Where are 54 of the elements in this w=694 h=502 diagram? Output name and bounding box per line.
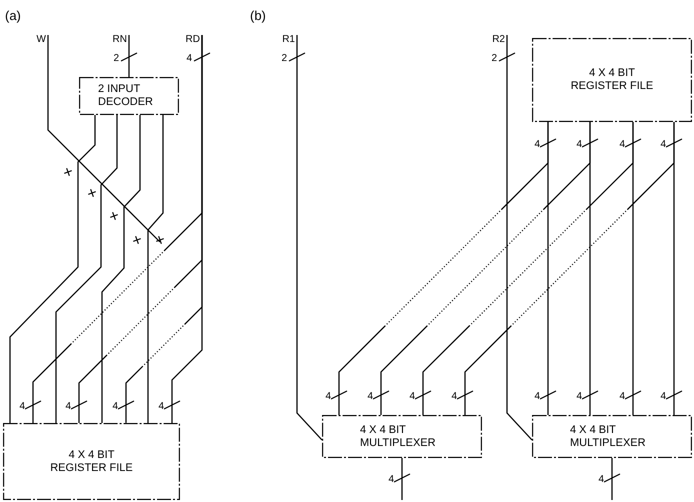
signal-name: W bbox=[34, 34, 46, 46]
wire bbox=[47, 35, 160, 242]
bus-width-label: 4 bbox=[18, 401, 25, 412]
bus-width-label: 4 bbox=[659, 139, 666, 150]
wire bbox=[9, 115, 96, 423]
box-label: 4 X 4 BIT MULTIPLEXER bbox=[360, 424, 437, 450]
bus-width-label: 4 bbox=[157, 401, 164, 412]
bus-width-label: 4 bbox=[64, 401, 71, 412]
panel-label: (b) bbox=[250, 8, 266, 23]
bus-width-label: 4 bbox=[597, 474, 604, 485]
signal-name: RD bbox=[183, 34, 200, 46]
wire bbox=[296, 35, 322, 440]
register-file-box bbox=[532, 38, 692, 122]
wire bbox=[128, 35, 130, 77]
wire bbox=[422, 122, 634, 415]
signal-name: R1 bbox=[278, 34, 295, 46]
wire bbox=[464, 122, 675, 415]
bus-width-label: 4 bbox=[575, 391, 582, 402]
wire bbox=[171, 35, 203, 423]
bus-width-label: 4 bbox=[324, 391, 331, 402]
box-label: 4 X 4 BIT REGISTER FILE bbox=[49, 448, 134, 474]
wire bbox=[380, 122, 591, 415]
bus-width-label: 2 bbox=[112, 53, 119, 64]
bus-width-label: 4 bbox=[533, 139, 540, 150]
multiplexer-box bbox=[322, 415, 482, 458]
decoder-box bbox=[79, 77, 179, 115]
bus-width-label: 2 bbox=[490, 53, 497, 64]
bus-width-label: 4 bbox=[618, 139, 625, 150]
multiplexer-box bbox=[532, 415, 692, 458]
bus-width-label: 4 bbox=[533, 391, 540, 402]
bus-width-label: 4 bbox=[408, 391, 415, 402]
wire bbox=[147, 115, 164, 423]
box-label: 4 X 4 BIT MULTIPLEXER bbox=[570, 424, 647, 450]
wire bbox=[506, 35, 532, 440]
wire bbox=[338, 122, 549, 415]
bus-width-label: 4 bbox=[659, 391, 666, 402]
bus-width-label: 4 bbox=[618, 391, 625, 402]
bus-width-label: 4 bbox=[185, 53, 192, 64]
bus-width-label: 4 bbox=[575, 139, 582, 150]
wire bbox=[101, 115, 141, 423]
signal-name: R2 bbox=[488, 34, 505, 46]
register-file-box bbox=[3, 423, 180, 500]
bus-width-label: 4 bbox=[450, 391, 457, 402]
bus-width-label: 4 bbox=[111, 401, 118, 412]
wire bbox=[55, 115, 118, 423]
bus-width-label: 4 bbox=[366, 391, 373, 402]
bus-width-label: 2 bbox=[280, 53, 287, 64]
wire bbox=[401, 458, 403, 500]
signal-name: RN bbox=[110, 34, 127, 46]
box-label: 4 X 4 BIT REGISTER FILE bbox=[570, 67, 654, 93]
box-label: 2 INPUT DECODER bbox=[98, 83, 154, 109]
bus-width-label: 4 bbox=[387, 474, 394, 485]
panel-label: (a) bbox=[5, 8, 21, 23]
wire bbox=[611, 458, 613, 500]
